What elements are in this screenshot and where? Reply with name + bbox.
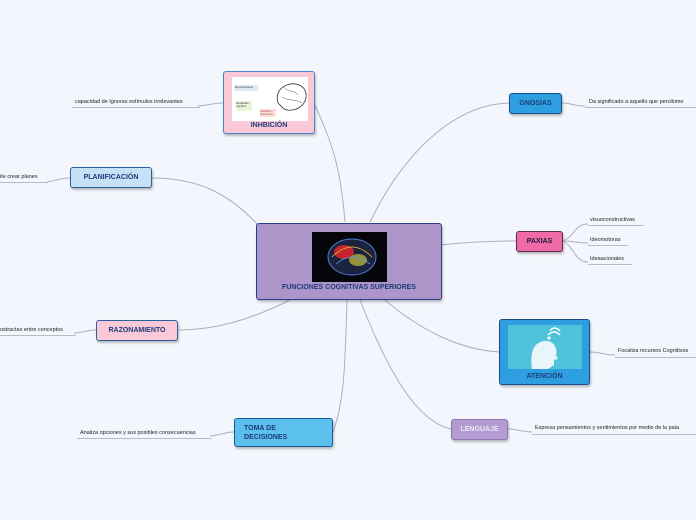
img-tag-1: Reconocimiento — [235, 86, 253, 89]
paxias-item-2-underline — [588, 245, 628, 246]
node-toma-decisiones[interactable]: TOMA DE DECISIONES — [234, 418, 333, 447]
link-toma-desc — [209, 431, 235, 437]
planificacion-desc-underline — [0, 182, 48, 183]
node-lenguaje[interactable]: LENGUAJE — [451, 419, 508, 440]
node-gnosias[interactable]: GNOSIAS — [509, 93, 562, 114]
planificacion-desc: ite crear planes — [0, 174, 38, 180]
razonamiento-desc: ostractas entre conceptos — [0, 327, 63, 333]
toma-desc: Analiza opciones y sus posibles consecue… — [80, 430, 196, 436]
central-title: FUNCIONES COGNITIVAS SUPERIORES — [281, 284, 417, 291]
planificacion-title: PLANIFICACIÓN — [83, 174, 139, 181]
gnosias-desc-underline — [585, 107, 696, 108]
link-planificacion — [151, 177, 259, 226]
link-lenguaje — [359, 299, 452, 430]
link-toma — [332, 299, 348, 433]
link-planificacion-desc — [46, 177, 71, 183]
lenguaje-title: LENGUAJE — [460, 426, 499, 433]
central-node[interactable]: FUNCIONES COGNITIVAS SUPERIORES — [256, 223, 442, 300]
link-gnosias-desc — [561, 102, 586, 107]
link-razonamiento-desc — [73, 329, 97, 334]
razonamiento-desc-underline — [0, 335, 76, 336]
atencion-desc-underline — [615, 357, 696, 358]
img-tag-3: Inhibición y autocontrol — [260, 110, 273, 116]
link-paxias-2 — [562, 240, 589, 244]
lenguaje-desc: Expresa pensamientos y sentimientos por … — [535, 425, 679, 431]
link-lenguaje-desc — [507, 428, 533, 433]
node-atencion[interactable]: ATENCIÓN — [499, 319, 590, 385]
toma-desc-underline — [77, 438, 211, 439]
link-paxias-3 — [562, 240, 589, 263]
inhibicion-desc-underline — [72, 107, 200, 108]
node-razonamiento[interactable]: RAZONAMIENTO — [96, 320, 178, 341]
atencion-desc: Focaliza recursos Cognitivos — [618, 348, 689, 354]
paxias-item-1: visuoconstructivas — [590, 217, 635, 223]
link-inhibicion — [314, 104, 346, 223]
link-atencion-desc — [589, 351, 616, 356]
paxias-item-2: Ideomotoras — [590, 237, 621, 243]
gnosias-title: GNOSIAS — [519, 100, 552, 107]
lenguaje-desc-underline — [532, 434, 696, 435]
inhibicion-title: INHBICIÓN — [250, 122, 288, 129]
toma-title: TOMA DE DECISIONES — [244, 425, 288, 441]
brain-scan-image — [312, 232, 387, 282]
node-paxias[interactable]: PAXIAS — [516, 231, 563, 252]
link-paxias-1 — [562, 223, 589, 242]
link-gnosias — [369, 102, 511, 223]
razonamiento-title: RAZONAMIENTO — [108, 327, 166, 334]
paxias-item-3-underline — [588, 264, 632, 265]
img-tag-2: Flexibilidad cognitiva — [236, 102, 249, 108]
link-razonamiento — [177, 299, 291, 331]
link-inhibicion-desc — [197, 102, 224, 107]
paxias-item-3: Ideaacionales — [590, 256, 624, 262]
node-planificacion[interactable]: PLANIFICACIÓN — [70, 167, 152, 188]
paxias-item-1-underline — [588, 225, 644, 226]
link-paxias — [439, 240, 518, 246]
paxias-title: PAXIAS — [526, 238, 553, 245]
inhibicion-desc: capacidad de Ignoras estímulos irrelevan… — [75, 99, 183, 105]
attention-head-image — [508, 325, 582, 369]
gnosias-desc: Da significado a aquello que percibimo — [589, 99, 684, 105]
node-inhibicion[interactable]: Reconocimiento Flexibilidad cognitiva In… — [223, 71, 315, 134]
brain-diagram-image: Reconocimiento Flexibilidad cognitiva In… — [232, 77, 308, 121]
link-atencion — [384, 299, 501, 353]
atencion-title: ATENCIÓN — [526, 373, 563, 380]
